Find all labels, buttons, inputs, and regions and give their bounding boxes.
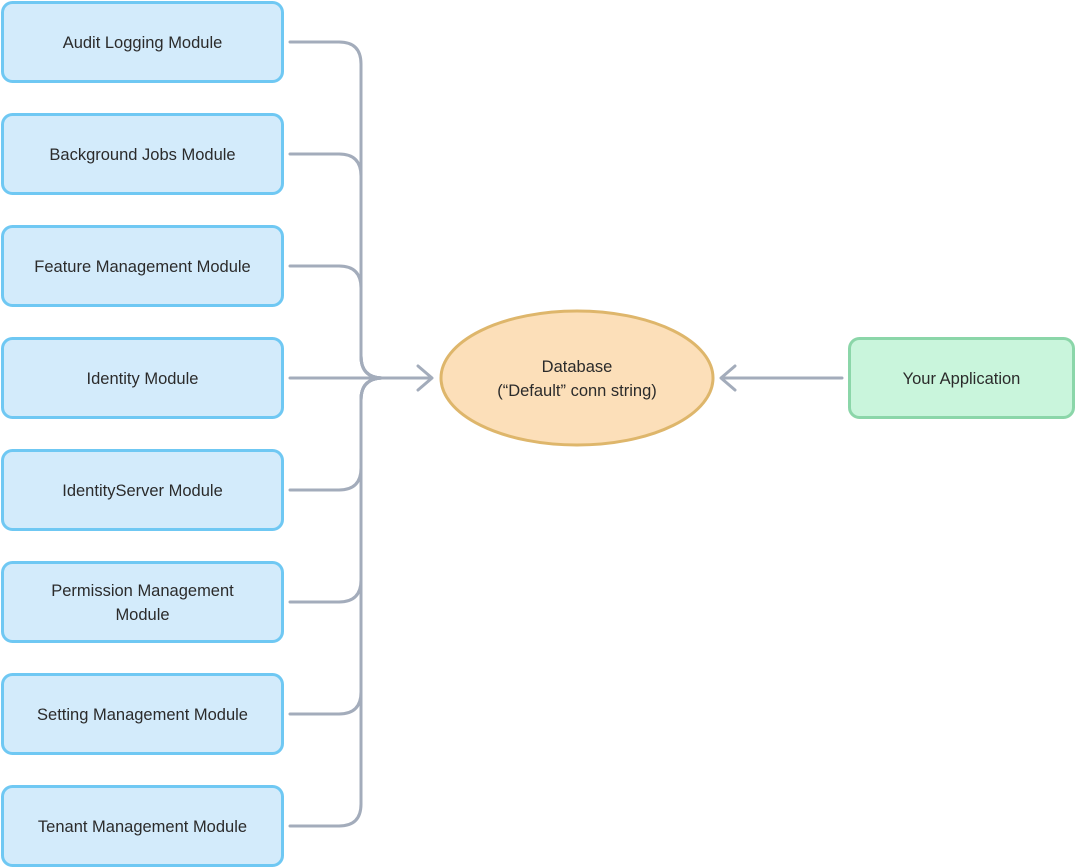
module-label: Background Jobs Module <box>49 146 235 164</box>
connector-tenant-management <box>288 376 385 828</box>
module-node-audit-logging: Audit Logging Module <box>1 1 284 83</box>
module-label: Identity Module <box>87 370 199 388</box>
connector-lines <box>288 40 844 828</box>
module-label: IdentityServer Module <box>62 482 223 500</box>
module-node-tenant-management: Tenant Management Module <box>1 785 284 867</box>
module-node-feature-management: Feature Management Module <box>1 225 284 307</box>
module-label: Audit Logging Module <box>63 34 223 52</box>
module-label: Permission Management <box>51 582 234 600</box>
database-label-line-1: Database <box>542 358 613 376</box>
module-node-setting-management: Setting Management Module <box>1 673 284 755</box>
connector-identityserver <box>288 376 385 492</box>
module-node-identity: Identity Module <box>1 337 284 419</box>
module-label: Setting Management Module <box>37 706 248 724</box>
connector-feature-management <box>288 264 385 380</box>
module-label: Module <box>115 606 169 624</box>
database-node: Database (“Default” conn string) <box>439 309 715 447</box>
database-label-line-2: (“Default” conn string) <box>497 382 657 400</box>
module-label: Feature Management Module <box>34 258 250 276</box>
module-node-identityserver: IdentityServer Module <box>1 449 284 531</box>
connector-setting-management <box>288 376 385 716</box>
arrowhead-into-database-right <box>719 364 737 392</box>
your-application-node: Your Application <box>848 337 1075 419</box>
connector-audit-logging <box>288 40 385 380</box>
arrowhead-into-database-left <box>416 364 434 392</box>
module-node-background-jobs: Background Jobs Module <box>1 113 284 195</box>
module-label: Tenant Management Module <box>38 818 247 836</box>
your-application-label: Your Application <box>903 370 1021 388</box>
